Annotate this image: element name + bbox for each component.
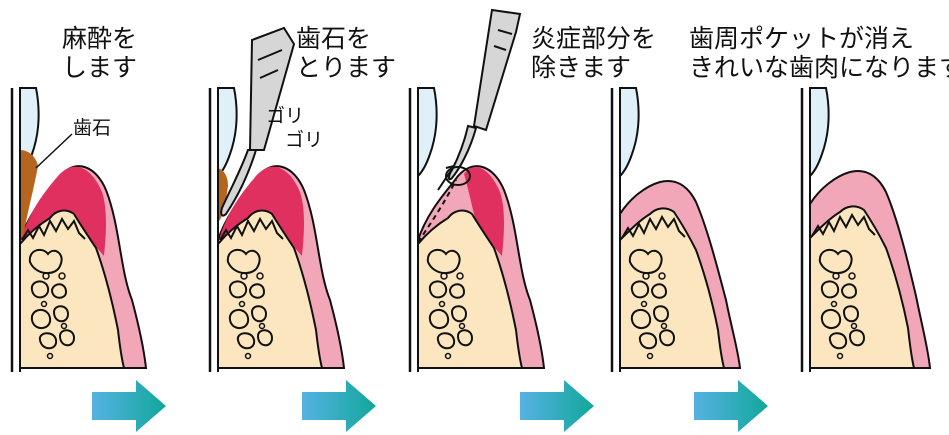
step-caption-anesthesia: 麻酔を します [62, 24, 137, 82]
bone [19, 209, 126, 369]
step-caption-debridement: 炎症部分を 除きます [531, 24, 656, 82]
scaler-instrument-icon [445, 8, 522, 186]
tartar [20, 150, 38, 240]
tooth-enamel [217, 87, 238, 179]
panel-healed [800, 87, 932, 372]
step-caption-healing: 歯周ポケットが消え きれいな歯肉になります [689, 24, 949, 82]
caption-line: とります [296, 53, 397, 82]
caption-line: きれいな歯肉になります [689, 53, 949, 82]
right-arrow-icon [694, 380, 768, 432]
panel-scaling [208, 26, 346, 372]
tooth-enamel [417, 87, 438, 179]
bone-crest-serration [21, 216, 86, 241]
gum-inflamed [464, 167, 504, 256]
caption-line: 除きます [531, 53, 632, 82]
calculus-label: 歯石 [73, 117, 112, 139]
caption-line: 炎症部分を [531, 24, 657, 53]
panel-anesthesia [10, 87, 148, 372]
bone [619, 207, 726, 369]
caption-line: 麻酔を [62, 24, 138, 53]
panel-healing [610, 87, 742, 372]
calculus-leader-line [35, 133, 73, 169]
scrape-sound-label: ゴリ [285, 129, 324, 151]
bone-crest-serration [621, 214, 686, 239]
right-arrow-icon [92, 380, 166, 432]
tooth-enamel [619, 87, 640, 179]
tartar [218, 168, 228, 222]
bone-crest-serration [219, 216, 284, 241]
removed-tissue-outline [417, 179, 457, 243]
scaler-instrument-icon [220, 26, 296, 217]
right-arrow-icon [302, 380, 376, 432]
tooth-enamel [809, 87, 830, 179]
panel-debridement [408, 8, 546, 372]
bone [217, 209, 324, 369]
right-arrow-icon [520, 380, 594, 432]
scrape-sound-label: ゴリ [266, 105, 305, 127]
bone-crest-serration [811, 212, 876, 237]
caption-line: します [62, 53, 138, 82]
caption-line: 歯石を [296, 24, 372, 53]
step-caption-scaling: 歯石を とります [296, 24, 396, 82]
caption-line: 歯周ポケットが消え [689, 24, 915, 53]
bone [417, 209, 524, 369]
